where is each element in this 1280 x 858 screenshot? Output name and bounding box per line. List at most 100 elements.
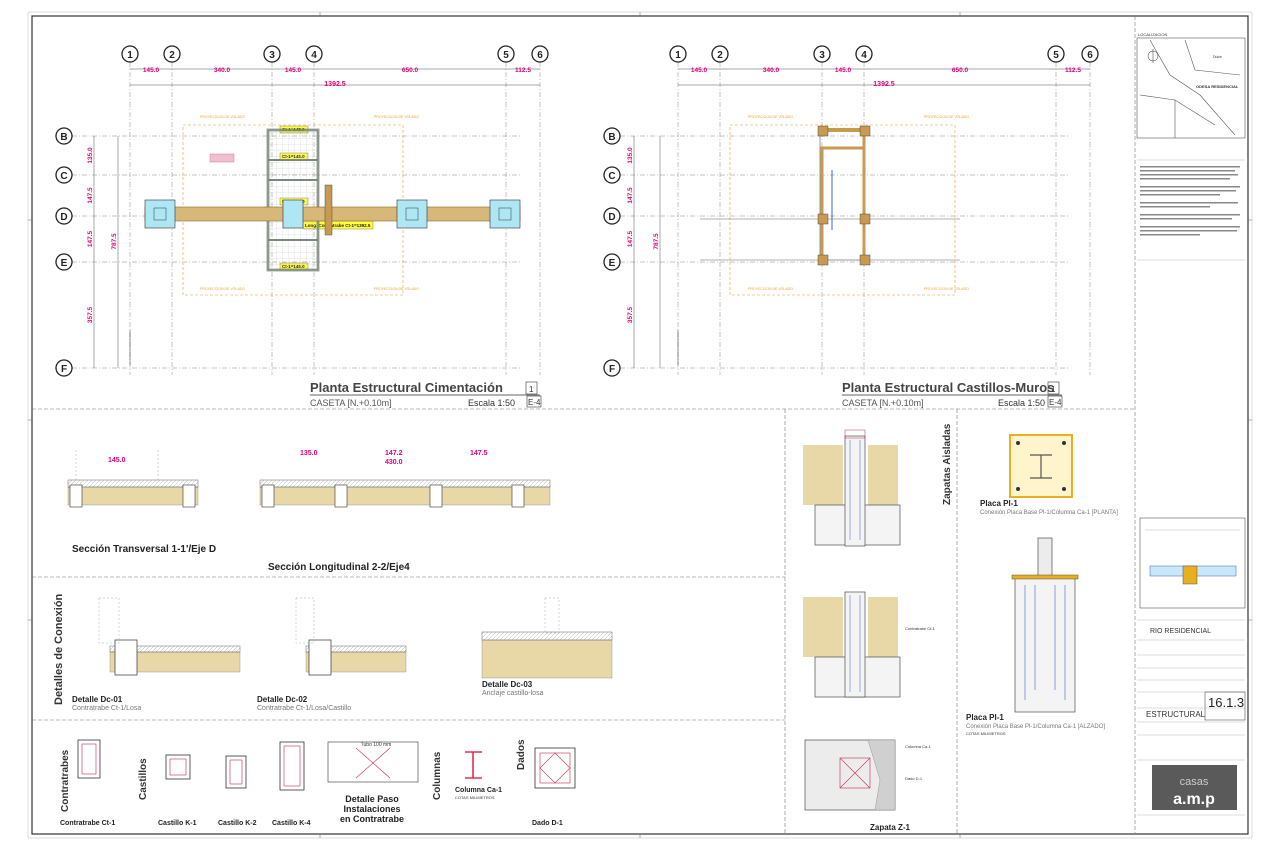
plan2-subtitle: CASETA [N.+0.10m] [842, 398, 924, 408]
dim-top: 650.0 [952, 67, 969, 74]
placa-plan-title: Placa Pl-1 [980, 499, 1018, 508]
placa-base: Placa Pl-1 Conexión Placa Base Pl-1/Colu… [966, 434, 1118, 736]
paso-line2: Instalaciones [343, 804, 400, 814]
plan2-scale: Escala 1:50 [998, 398, 1045, 408]
long-total: 430.0 [385, 459, 403, 466]
plan1-geometry [129, 124, 521, 365]
projection-label: PROYECCION DE VOLADO [748, 287, 793, 291]
axis-bubble [603, 207, 621, 225]
placa-plan-sub: Conexión Placa Base Pl-1/Columna Ca-1 [P… [980, 510, 1118, 516]
axis-label-top: 3 [819, 50, 825, 61]
map-label: ODESA RESIDENCIAL [1196, 84, 1239, 89]
logo-bottom: a.m.p [1173, 791, 1215, 808]
logo-top: casas [1180, 776, 1209, 788]
projection-label: PROYECCION DE VOLADO [748, 115, 793, 119]
projection-label: PROYECCION DE VOLADO [200, 115, 245, 119]
plan2-number: 1 [1051, 385, 1056, 394]
zapata-ct-label: Contratrabe Ct-1 [905, 626, 936, 631]
projection-label: PROYECCION DE VOLADO [374, 287, 419, 291]
map-street: Dulce [1213, 55, 1222, 59]
sheet-number: 16.1.3 [1208, 695, 1244, 710]
axis-label-left: F [609, 364, 615, 375]
axis-label-left: C [60, 171, 67, 182]
dc03-title: Detalle Dc-03 [482, 680, 533, 689]
dados-title: Dados [516, 739, 527, 770]
axis-bubble [55, 127, 73, 145]
dim-top: 145.0 [143, 67, 160, 74]
long-dim-3: 147.5 [470, 450, 488, 457]
plan1-title: Planta Estructural Cimentación [310, 380, 503, 395]
dim-overall: 1392.5 [324, 81, 346, 88]
axis-label-top: 6 [537, 50, 543, 61]
dado-label: Dado D-1 [532, 820, 563, 827]
dc03-sub: Anclaje castillo-losa [482, 690, 544, 697]
axis-label-top: 5 [1053, 50, 1059, 61]
dim-overall: 1392.5 [873, 81, 895, 88]
section-longitudinal: 135.0 147.2 147.5 430.0 Sección Longitud… [259, 450, 551, 573]
axis-bubble [55, 253, 73, 271]
project-name: RIO RESIDENCIAL [1150, 628, 1211, 635]
dim-top: 145.0 [285, 67, 302, 74]
projection-label: PROYECCION DE VOLADO [200, 287, 245, 291]
axis-label-left: D [608, 212, 615, 223]
axis-bubble [603, 166, 621, 184]
columna-label: Columna Ca-1 [455, 787, 502, 794]
plan1-title-block: Planta Estructural Cimentación 1 CASETA … [310, 380, 542, 408]
axis-label-left: E [609, 258, 616, 269]
axis-bubble [121, 45, 139, 63]
axis-label-left: B [60, 132, 67, 143]
contratrabes-title: Contratrabes [60, 749, 71, 812]
dim-left: 147.5 [87, 230, 94, 247]
ct1-label: Contratrabe Ct-1 [60, 820, 115, 827]
projection-label: PROYECCION DE VOLADO [924, 287, 969, 291]
axis-bubble [1047, 45, 1065, 63]
axis-label-left: D [60, 212, 67, 223]
axis-bubble [669, 45, 687, 63]
dim-top: 112.5 [515, 67, 531, 74]
axis-label-top: 4 [861, 50, 867, 61]
axis-label-top: 3 [269, 50, 275, 61]
dim-overall-left: 787.5 [111, 233, 118, 250]
zapata-dado-label: Dado D-1 [905, 776, 923, 781]
dim-top: 340.0 [763, 67, 780, 74]
axis-label-top: 5 [503, 50, 509, 61]
dim-left: 147.5 [627, 230, 634, 247]
connection-details-title: Detalles de Conexión [53, 593, 65, 705]
axis-bubble [603, 253, 621, 271]
axis-label-left: B [608, 132, 615, 143]
paso-line1: Detalle Paso [345, 794, 399, 804]
plan1-number: 1 [529, 385, 534, 394]
dc02-sub: Contratrabe Ct-1/Losa/Castillo [257, 705, 351, 712]
projection-label: PROYECCION DE VOLADO [924, 115, 969, 119]
plan1-scale: Escala 1:50 [468, 398, 515, 408]
dim-overall-left: 787.5 [653, 233, 660, 250]
columna-note: COTAS MILIMETROS [455, 795, 495, 800]
plan2-title-block: Planta Estructural Castillos-Muros 1 CAS… [842, 380, 1063, 408]
dim-left: 135.0 [87, 147, 94, 164]
trans-dim: 145.0 [108, 457, 126, 464]
dim-top: 650.0 [402, 67, 419, 74]
axis-bubble [55, 359, 73, 377]
section-transversal-title: Sección Transversal 1-1'/Eje D [72, 544, 216, 555]
placa-elev-note: COTAS MILIMETROS [966, 731, 1006, 736]
castillos-title: Castillos [138, 758, 149, 800]
zapatas-aisladas: Zapatas Aisladas Zapata Z-1 Columna Ca-1… [803, 423, 953, 832]
axis-label-left: F [61, 364, 67, 375]
axis-label-top: 1 [127, 50, 133, 61]
paso-line3: en Contratrabe [340, 814, 404, 824]
placa-elev-sub: Conexión Placa Base Pl-1/Columna Ca-1 [A… [966, 724, 1105, 730]
axis-bubble [531, 45, 549, 63]
axis-bubble [263, 45, 281, 63]
dim-top: 145.0 [835, 67, 852, 74]
contratrabe-label: Long. Contratrabe Ct-1=1392.5 [305, 223, 371, 228]
placa-elev-title: Placa Pl-1 [966, 713, 1004, 722]
dim-left: 135.0 [627, 147, 634, 164]
axis-label-top: 2 [717, 50, 723, 61]
axis-bubble [813, 45, 831, 63]
plan1-subtitle: CASETA [N.+0.10m] [310, 398, 392, 408]
plan1-sheet-ref: E-4 [528, 398, 541, 407]
sheet-type: ESTRUCTURAL [1146, 710, 1206, 719]
dim-left: 357.5 [627, 306, 634, 323]
axis-label-left: C [608, 171, 615, 182]
